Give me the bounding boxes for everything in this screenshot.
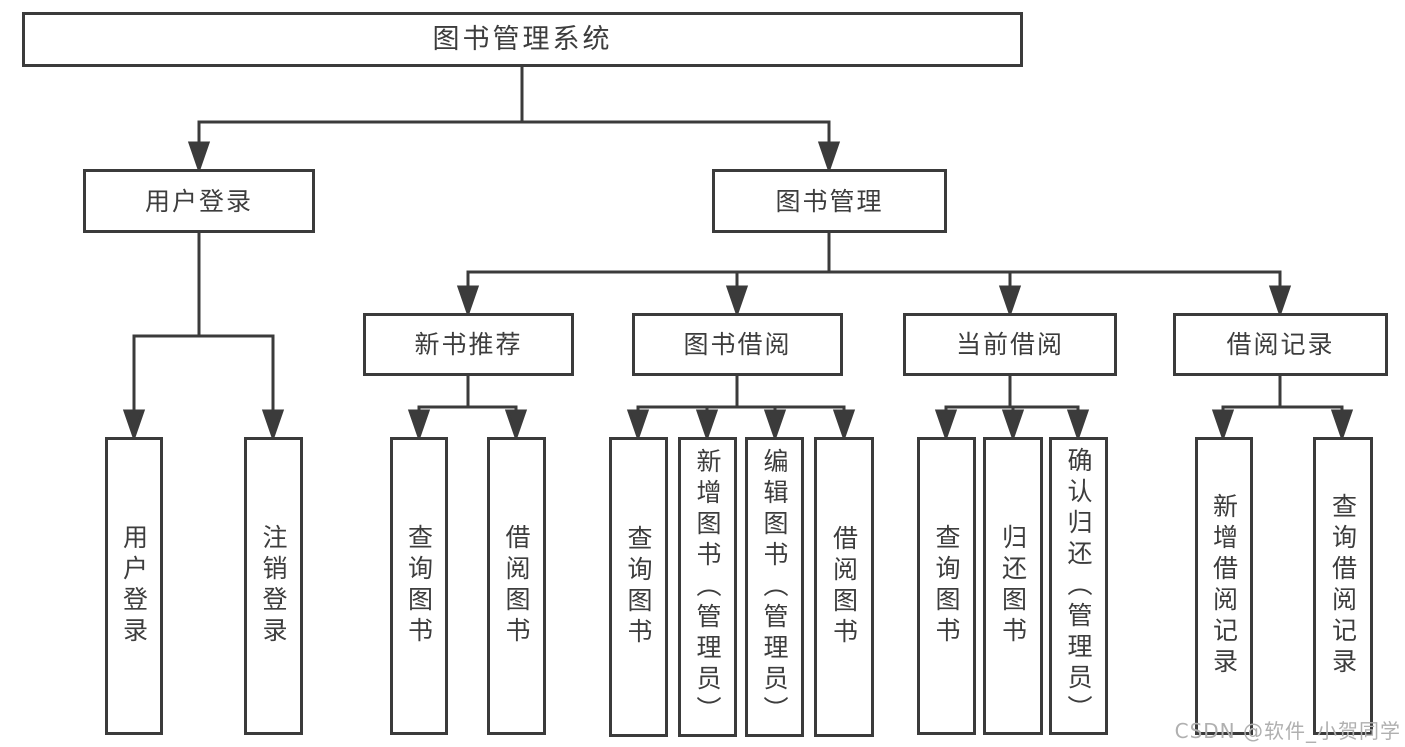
node-borrow-records: 借阅记录	[1173, 313, 1388, 376]
leaf-label: 借阅图书	[502, 524, 531, 648]
leaf-label: 查询图书	[624, 525, 653, 649]
leaf-label: 查询图书	[404, 524, 434, 648]
leaf-add-books-admin: 新增图书（管理员）	[678, 437, 737, 737]
node-user-login-label: 用户登录	[144, 186, 253, 216]
arrowhead	[832, 409, 856, 442]
node-book-mgmt-label: 图书管理	[775, 186, 884, 216]
arrowhead	[1066, 409, 1090, 442]
leaf-label: 查询借阅记录	[1328, 493, 1358, 679]
node-current-borrow: 当前借阅	[903, 313, 1117, 376]
arrowhead	[261, 409, 285, 442]
leaf-label: 归还图书	[998, 524, 1028, 648]
arrowhead	[725, 285, 749, 318]
arrowhead	[187, 141, 211, 174]
leaf-logout: 注销登录	[244, 437, 303, 735]
node-borrow-records-label: 借阅记录	[1226, 330, 1335, 359]
arrowhead	[504, 409, 528, 442]
connector-root-to-level2	[187, 66, 841, 174]
leaf-query-books-borrow: 查询图书	[609, 437, 668, 737]
arrowhead	[122, 409, 146, 442]
arrowhead	[695, 409, 719, 442]
leaf-label: 确认归还（管理员）	[1064, 446, 1093, 726]
connector-book-mgmt-to-level3	[456, 233, 1292, 318]
leaf-query-books-rec: 查询图书	[390, 437, 448, 735]
leaf-confirm-return-admin: 确认归还（管理员）	[1049, 437, 1108, 735]
leaf-label: 借阅图书	[829, 525, 859, 649]
arrowhead	[1001, 409, 1025, 442]
node-book-borrow-label: 图书借阅	[683, 330, 792, 359]
leaf-borrow-books-rec: 借阅图书	[487, 437, 546, 735]
node-user-login: 用户登录	[83, 169, 315, 233]
connector-new-book-rec-to-leaves	[407, 376, 528, 442]
arrowhead	[626, 409, 650, 442]
node-book-borrow: 图书借阅	[632, 313, 843, 376]
node-root-label: 图书管理系统	[432, 24, 613, 55]
arrowhead	[998, 285, 1022, 318]
leaf-label: 新增图书（管理员）	[693, 447, 722, 727]
leaf-label: 用户登录	[119, 524, 149, 648]
connector-borrow-records-to-leaves	[1211, 376, 1354, 442]
arrowhead	[934, 409, 958, 442]
leaf-return-books: 归还图书	[983, 437, 1043, 735]
connector-current-borrow-to-leaves	[934, 376, 1090, 442]
connector-user-login-to-leaves	[122, 233, 285, 442]
arrowhead	[456, 285, 480, 318]
node-root: 图书管理系统	[22, 12, 1023, 67]
arrowhead	[1211, 409, 1235, 442]
arrowhead	[763, 409, 787, 442]
arrowhead	[1330, 409, 1354, 442]
node-new-book-rec: 新书推荐	[363, 313, 574, 376]
leaf-query-books-current: 查询图书	[917, 437, 976, 735]
leaf-label: 查询图书	[932, 524, 961, 648]
leaf-label: 编辑图书（管理员）	[760, 447, 789, 727]
csdn-watermark: CSDN @软件_小贺同学	[1174, 719, 1401, 743]
node-new-book-rec-label: 新书推荐	[414, 330, 523, 359]
node-book-mgmt: 图书管理	[712, 169, 947, 233]
arrowhead	[407, 409, 431, 442]
leaf-label: 注销登录	[259, 524, 288, 648]
node-current-borrow-label: 当前借阅	[955, 330, 1064, 359]
arrowhead	[817, 141, 841, 174]
leaf-user-login: 用户登录	[105, 437, 163, 735]
leaf-borrow-books: 借阅图书	[814, 437, 874, 737]
leaf-add-borrow-record: 新增借阅记录	[1195, 437, 1253, 735]
leaf-label: 新增借阅记录	[1209, 493, 1239, 679]
leaf-query-borrow-record: 查询借阅记录	[1313, 437, 1373, 735]
connector-book-borrow-to-leaves	[626, 376, 856, 442]
leaf-edit-books-admin: 编辑图书（管理员）	[745, 437, 804, 737]
arrowhead	[1268, 285, 1292, 318]
